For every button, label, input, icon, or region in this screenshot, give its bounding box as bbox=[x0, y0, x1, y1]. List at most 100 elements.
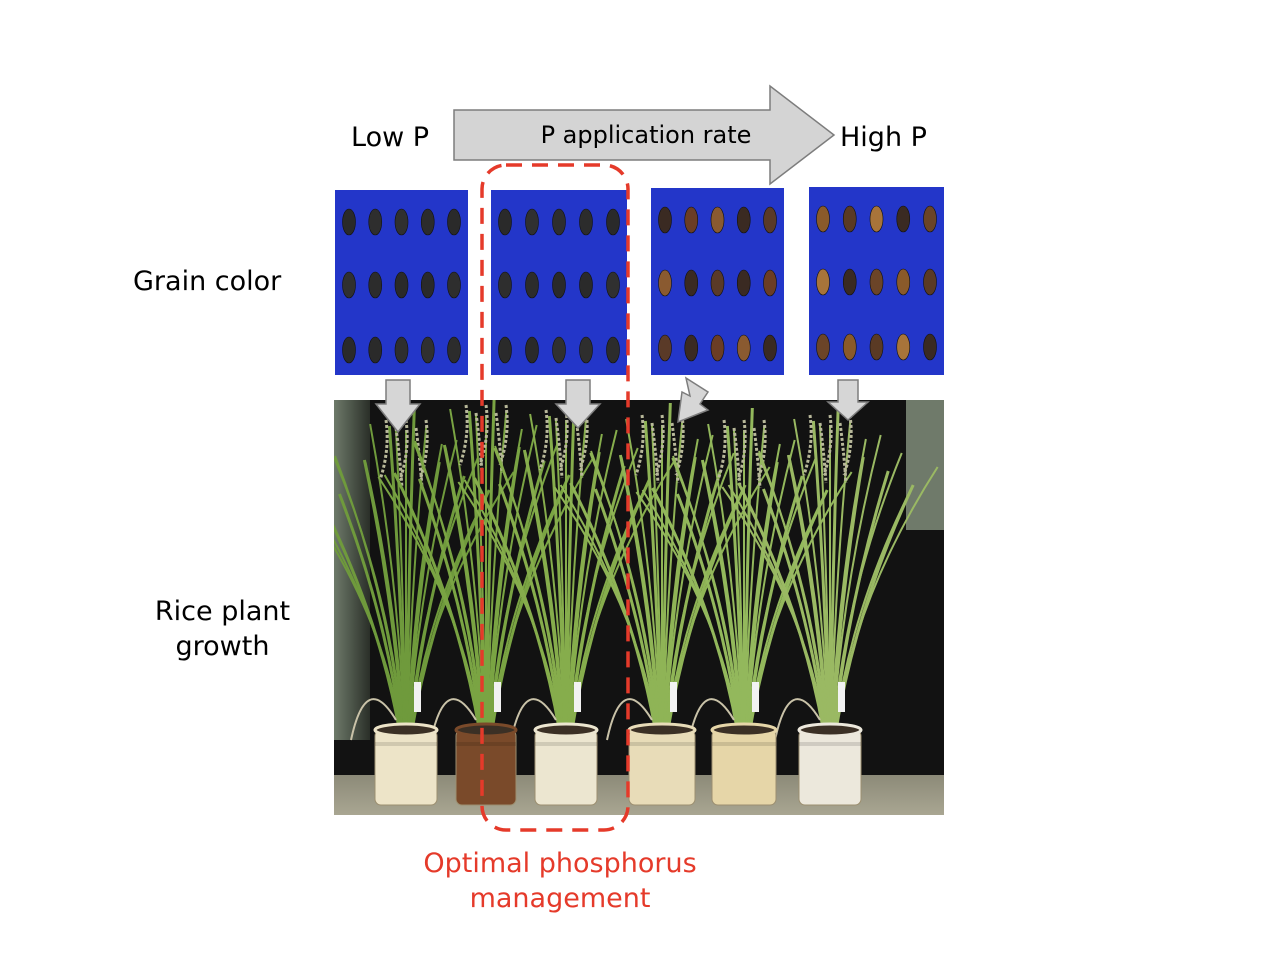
rice-leaf bbox=[830, 456, 865, 731]
grain-color-label: Grain color bbox=[133, 266, 282, 297]
rice-leaf bbox=[743, 407, 754, 731]
optimal-highlight-box bbox=[480, 163, 630, 832]
rice-leaf bbox=[811, 420, 831, 731]
grain bbox=[736, 334, 751, 362]
dry-leaf bbox=[774, 698, 821, 741]
rice-leaf bbox=[594, 488, 659, 731]
rice-leaf bbox=[757, 452, 828, 731]
grain bbox=[552, 208, 566, 236]
plant-tag bbox=[414, 682, 421, 712]
optimal-caption-line2: management bbox=[469, 883, 651, 915]
rice-leaf bbox=[377, 476, 482, 731]
rice-leaf bbox=[618, 454, 661, 731]
grain bbox=[736, 206, 751, 234]
rice-leaf bbox=[408, 439, 458, 731]
down-arrow-2 bbox=[554, 379, 602, 430]
highlight-dashed-rect bbox=[480, 163, 630, 832]
grain bbox=[525, 271, 539, 299]
pot-2 bbox=[454, 722, 518, 806]
pot-rim bbox=[797, 722, 863, 738]
rice-panicle bbox=[478, 404, 489, 466]
pot-6 bbox=[797, 722, 863, 806]
grain bbox=[923, 333, 937, 361]
grain bbox=[447, 336, 461, 364]
rice-plant-6 bbox=[721, 402, 939, 741]
rice-leaf bbox=[620, 456, 661, 731]
rice-leaf bbox=[444, 446, 485, 731]
rice-panicle bbox=[752, 427, 762, 489]
rice-plant-5 bbox=[635, 407, 853, 741]
grain bbox=[606, 271, 620, 299]
grain bbox=[896, 205, 911, 233]
rice-leaf bbox=[566, 451, 601, 731]
rice-panicle bbox=[538, 409, 549, 471]
grain bbox=[525, 336, 539, 364]
rice-panicle bbox=[554, 417, 564, 479]
plant-tag bbox=[838, 682, 845, 712]
grain bbox=[763, 206, 777, 234]
grain bbox=[368, 208, 383, 236]
plant-tag bbox=[752, 682, 759, 712]
pot-band bbox=[535, 742, 597, 746]
grain bbox=[420, 336, 435, 364]
rice-panicle bbox=[756, 419, 767, 481]
rice-leaf bbox=[786, 454, 829, 731]
rice-leaf bbox=[744, 461, 779, 731]
rice-leaf bbox=[442, 444, 485, 731]
low-p-label: Low P bbox=[351, 122, 430, 153]
rice-leaf bbox=[493, 447, 564, 731]
grain bbox=[710, 334, 725, 362]
pot-band bbox=[375, 742, 437, 746]
rice-leaf bbox=[664, 434, 714, 731]
rice-panicle bbox=[838, 422, 848, 484]
grain-panel-low-p bbox=[335, 190, 468, 375]
grain bbox=[684, 269, 699, 297]
rice-leaf bbox=[635, 491, 740, 731]
grain bbox=[420, 271, 435, 299]
rice-plant-1 bbox=[334, 407, 515, 741]
pot-band bbox=[456, 742, 516, 746]
rice-leaf bbox=[362, 459, 405, 731]
grain bbox=[684, 206, 699, 234]
rice-plant-growth-line1: Rice plant bbox=[154, 596, 291, 627]
rice-leaf bbox=[334, 545, 402, 731]
rice-leaf bbox=[418, 478, 483, 731]
rice-leaf bbox=[671, 457, 742, 731]
pot-band bbox=[799, 742, 861, 746]
pot-rim bbox=[710, 722, 778, 738]
grain bbox=[342, 336, 356, 364]
p-rate-arrow: P application rate bbox=[453, 84, 836, 186]
rice-leaf bbox=[338, 493, 403, 731]
rice-leaf bbox=[661, 402, 672, 731]
rice-leaf bbox=[818, 422, 831, 731]
optimal-caption: Optimal phosphorus management bbox=[395, 846, 725, 916]
rice-leaf bbox=[676, 493, 741, 731]
grain bbox=[923, 205, 937, 233]
rice-leaf bbox=[387, 425, 407, 731]
grain bbox=[763, 269, 777, 297]
grain bbox=[447, 271, 461, 299]
rice-leaf bbox=[732, 427, 745, 731]
grain bbox=[368, 336, 383, 364]
grain bbox=[842, 268, 857, 296]
rice-leaf bbox=[650, 422, 663, 731]
rice-leaf bbox=[643, 420, 663, 731]
grain bbox=[816, 333, 830, 361]
pot-3 bbox=[533, 722, 599, 806]
rice-leaf bbox=[568, 429, 618, 731]
rice-leaf bbox=[762, 488, 827, 731]
down-arrow-3 bbox=[677, 376, 710, 424]
rice-panicle bbox=[498, 404, 509, 466]
grain bbox=[658, 334, 672, 362]
grain bbox=[447, 208, 461, 236]
grain bbox=[525, 208, 539, 236]
rice-plant-growth-line2: growth bbox=[175, 631, 270, 663]
grain bbox=[394, 271, 409, 299]
rice-leaf bbox=[565, 400, 576, 731]
grain bbox=[842, 205, 857, 233]
rice-panicle bbox=[842, 414, 853, 476]
grain bbox=[658, 269, 672, 297]
rice-panicle bbox=[654, 414, 665, 476]
rice-leaf bbox=[486, 446, 521, 731]
